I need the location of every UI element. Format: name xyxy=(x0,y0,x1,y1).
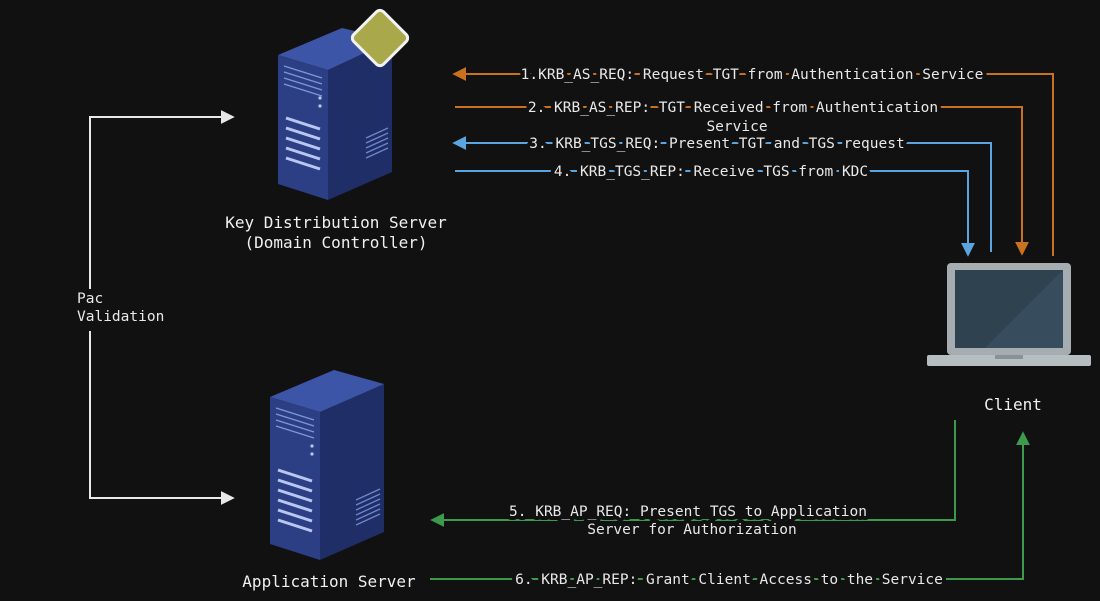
pac-label-line1: Pac xyxy=(77,291,103,307)
message-2-label-line1: 2. KRB_AS_REP: TGT Received from Authent… xyxy=(528,100,938,116)
message-3-label: 3. KRB_TGS_REQ: Present TGT and TGS requ… xyxy=(529,136,904,152)
arrow-m6 xyxy=(430,431,1030,580)
app-server-title: Application Server xyxy=(242,572,416,591)
arrow-m2 xyxy=(455,106,1029,256)
arrow-m5 xyxy=(430,420,956,527)
message-6-label: 6. KRB_AP_REP: Grant Client Access to th… xyxy=(515,572,943,588)
client-title: Client xyxy=(984,395,1042,414)
arrow-m1 xyxy=(452,67,1054,256)
message-1-label: 1.KRB_AS_REQ: Request TGT from Authentic… xyxy=(521,67,984,83)
badge-icon xyxy=(350,8,410,68)
kdc-title: Key Distribution Server xyxy=(225,213,447,232)
message-2-label-line2: Service xyxy=(706,119,767,135)
arrow-m3 xyxy=(452,136,992,252)
kdc-subtitle: (Domain Controller) xyxy=(244,233,427,252)
pac-validation-label: Pac Validation xyxy=(74,289,164,331)
laptop-icon xyxy=(927,263,1091,366)
pac-validation-connector xyxy=(89,110,235,505)
message-5-label-line2: Server for Authorization xyxy=(587,522,797,538)
pac-label-line2: Validation xyxy=(77,309,164,325)
app-server-icon xyxy=(270,370,384,560)
arrow-m4 xyxy=(455,170,975,257)
message-4-label: 4. KRB_TGS_REP: Receive TGS from KDC xyxy=(554,164,868,180)
message-5-label-line1: 5. KRB_AP_REQ: Present TGS to Applicatio… xyxy=(509,504,867,520)
